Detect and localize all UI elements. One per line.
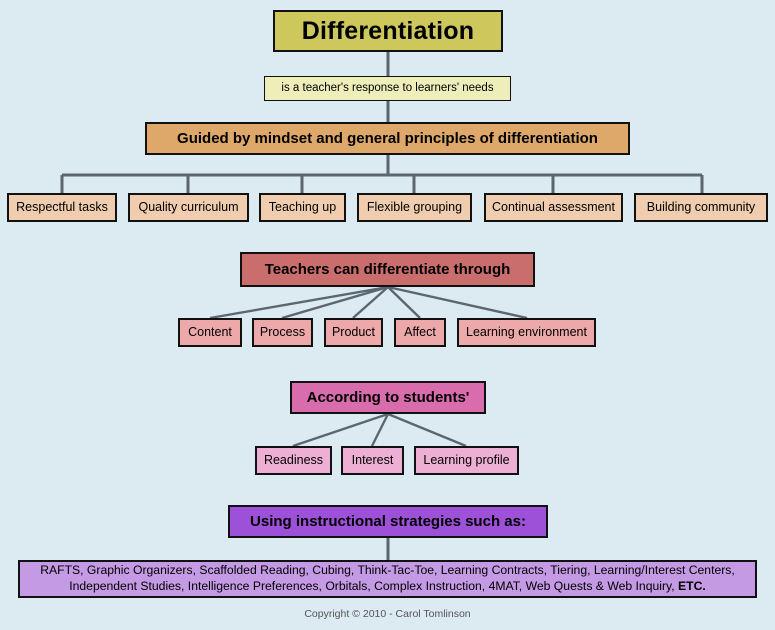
node-trait-readiness-label: Readiness	[263, 453, 324, 468]
node-principle-quality-curriculum[interactable]: Quality curriculum	[128, 193, 249, 222]
node-teachers-can-differentiate-through-label: Teachers can differentiate through	[264, 260, 511, 278]
node-according-to-students-label: According to students'	[306, 388, 470, 406]
node-teachers-can-differentiate-through[interactable]: Teachers can differentiate through	[240, 252, 535, 287]
node-definition[interactable]: is a teacher's response to learners' nee…	[264, 76, 511, 101]
strategies-list-line-1: RAFTS, Graphic Organizers, Scaffolded Re…	[40, 563, 735, 578]
node-definition-label: is a teacher's response to learners' nee…	[281, 81, 494, 94]
node-principle-continual-assessment-label: Continual assessment	[492, 200, 615, 215]
node-differentiation[interactable]: Differentiation	[273, 10, 503, 52]
node-element-process-label: Process	[259, 325, 306, 340]
node-principle-building-community-label: Building community	[646, 200, 756, 215]
node-element-affect[interactable]: Affect	[394, 318, 446, 347]
node-principle-teaching-up-label: Teaching up	[268, 200, 337, 215]
node-element-content-label: Content	[188, 325, 232, 340]
node-trait-learning-profile[interactable]: Learning profile	[414, 446, 519, 475]
node-element-product-label: Product	[331, 325, 376, 340]
node-element-process[interactable]: Process	[252, 318, 313, 347]
node-guided-by-mindset-label: Guided by mindset and general principles…	[177, 129, 598, 147]
node-principle-flexible-grouping-label: Flexible grouping	[366, 200, 463, 215]
node-principle-building-community[interactable]: Building community	[634, 193, 768, 222]
node-trait-interest-label: Interest	[351, 453, 394, 468]
node-principle-flexible-grouping[interactable]: Flexible grouping	[357, 193, 472, 222]
node-principle-respectful-tasks[interactable]: Respectful tasks	[7, 193, 117, 222]
strategies-list-line-2-text: Independent Studies, Intelligence Prefer…	[69, 579, 678, 593]
node-using-instructional-strategies-label: Using instructional strategies such as:	[250, 512, 526, 530]
node-trait-interest[interactable]: Interest	[341, 446, 404, 475]
node-trait-learning-profile-label: Learning profile	[423, 453, 510, 468]
node-using-instructional-strategies[interactable]: Using instructional strategies such as:	[228, 505, 548, 538]
node-according-to-students[interactable]: According to students'	[290, 381, 486, 414]
node-strategies-list[interactable]: RAFTS, Graphic Organizers, Scaffolded Re…	[18, 560, 757, 598]
node-element-content[interactable]: Content	[178, 318, 242, 347]
node-element-product[interactable]: Product	[324, 318, 383, 347]
strategies-list-line-2: Independent Studies, Intelligence Prefer…	[69, 579, 706, 595]
node-principle-teaching-up[interactable]: Teaching up	[259, 193, 346, 222]
copyright-notice: Copyright © 2010 - Carol Tomlinson	[304, 608, 471, 620]
node-element-learning-environment[interactable]: Learning environment	[457, 318, 596, 347]
node-element-learning-environment-label: Learning environment	[466, 325, 587, 340]
node-trait-readiness[interactable]: Readiness	[255, 446, 332, 475]
node-element-affect-label: Affect	[404, 325, 436, 340]
node-differentiation-label: Differentiation	[301, 16, 475, 45]
node-principle-continual-assessment[interactable]: Continual assessment	[484, 193, 623, 222]
strategies-list-etc: ETC.	[678, 579, 706, 593]
node-guided-by-mindset[interactable]: Guided by mindset and general principles…	[145, 122, 630, 155]
node-principle-quality-curriculum-label: Quality curriculum	[138, 200, 239, 215]
node-principle-respectful-tasks-label: Respectful tasks	[16, 200, 108, 215]
